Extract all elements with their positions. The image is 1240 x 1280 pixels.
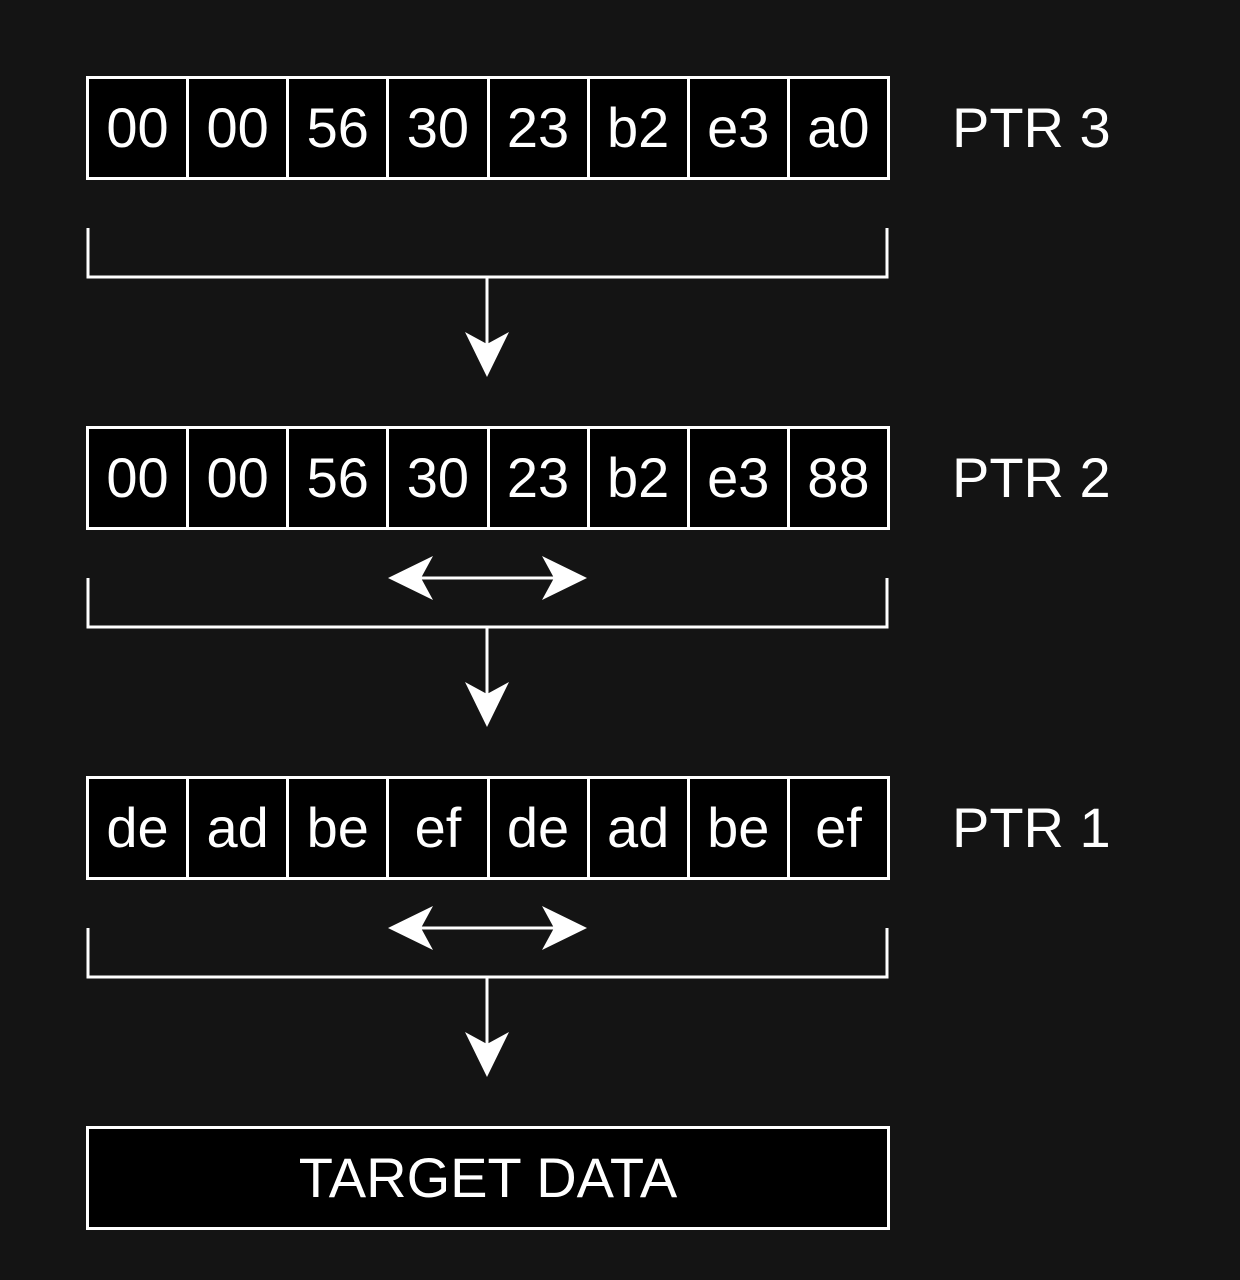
double-arrow-left-head <box>388 906 433 950</box>
byte-cell: 56 <box>286 79 386 177</box>
double-arrow-right-head <box>542 556 587 600</box>
byte-cell: a0 <box>786 79 887 177</box>
byte-cell: e3 <box>686 429 787 527</box>
connector-ptr3-to-ptr2 <box>86 228 889 377</box>
byte-cell: 00 <box>106 96 169 159</box>
pointer-row-ptr1: de ad be ef de ad be ef <box>86 776 890 880</box>
down-arrow-head <box>465 332 509 377</box>
down-arrow-head <box>465 682 509 727</box>
pointer-label-ptr1: PTR 1 <box>952 796 1111 859</box>
byte-cell: ad <box>186 779 286 877</box>
byte-cell: 30 <box>386 79 486 177</box>
double-arrow-right-head <box>542 906 587 950</box>
byte-cell: 23 <box>486 79 587 177</box>
byte-cell: ef <box>386 779 486 877</box>
byte-cell: be <box>286 779 386 877</box>
double-arrow-left-head <box>388 556 433 600</box>
byte-cell: de <box>486 779 587 877</box>
pointer-row-ptr2: 00 00 56 30 23 b2 e3 88 <box>86 426 890 530</box>
connector-ptr1-to-target <box>86 906 889 1077</box>
connector-ptr2-to-ptr1 <box>86 556 889 727</box>
byte-cell: 30 <box>386 429 486 527</box>
pointer-row-ptr3: 00 00 56 30 23 b2 e3 a0 <box>86 76 890 180</box>
pointer-label-ptr2: PTR 2 <box>952 446 1111 509</box>
bracket <box>86 228 889 279</box>
byte-cell: b2 <box>586 79 687 177</box>
byte-cell: 23 <box>486 429 587 527</box>
bracket <box>86 578 889 629</box>
byte-cell: b2 <box>586 429 687 527</box>
down-arrow-head <box>465 1032 509 1077</box>
byte-cell: de <box>106 796 169 859</box>
byte-cell: ad <box>586 779 687 877</box>
byte-cell: 56 <box>286 429 386 527</box>
byte-cell: 00 <box>186 79 286 177</box>
byte-cell: ef <box>786 779 887 877</box>
bracket <box>86 928 889 979</box>
byte-cell: 00 <box>106 446 169 509</box>
target-data-box: TARGET DATA <box>86 1126 890 1230</box>
byte-cell: be <box>686 779 787 877</box>
byte-cell: e3 <box>686 79 787 177</box>
byte-cell: 00 <box>186 429 286 527</box>
byte-cell: 88 <box>786 429 887 527</box>
pointer-label-ptr3: PTR 3 <box>952 96 1111 159</box>
